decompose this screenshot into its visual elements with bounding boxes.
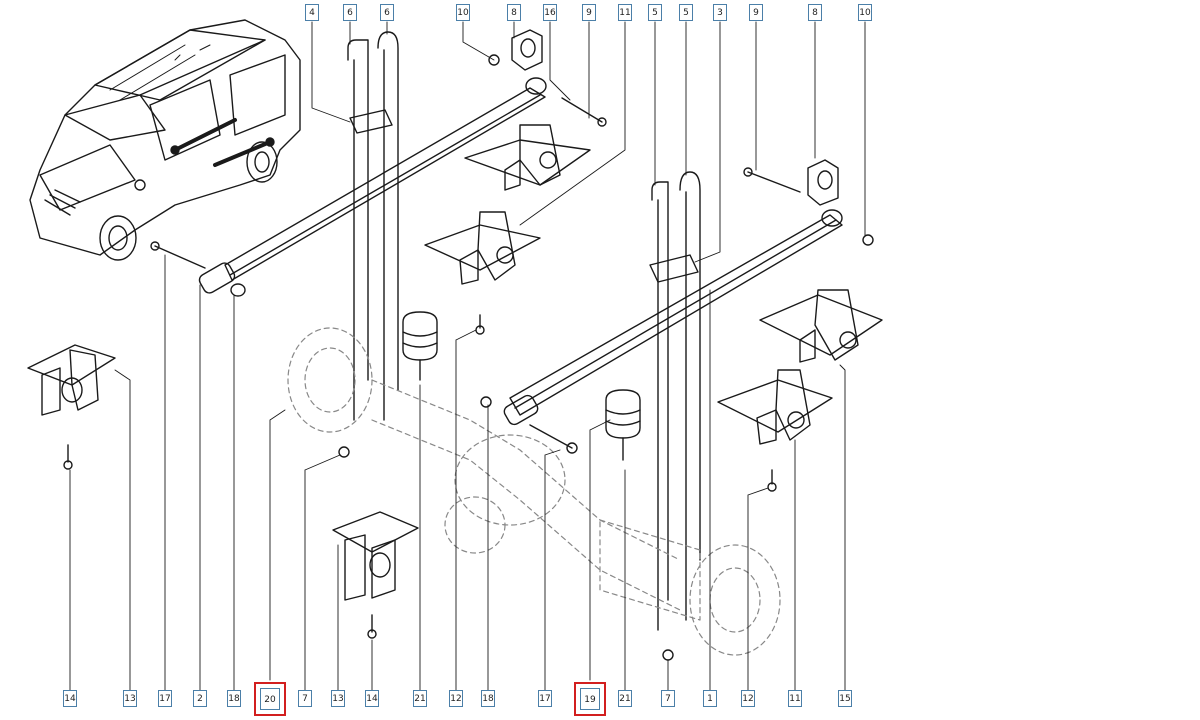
bracket-top-right [807, 159, 839, 206]
spring-hanger-bracket-top [464, 124, 591, 191]
callout-label-bottom-1: 1 [703, 690, 717, 707]
callout-label-top-6: 6 [343, 4, 357, 21]
callout-label-bottom-12b: 12 [741, 690, 755, 707]
callout-label-top-3: 3 [713, 4, 727, 21]
callout-label-top-6b: 6 [380, 4, 394, 21]
callout-label-bottom-18: 18 [227, 690, 241, 707]
callout-label-bottom-14: 14 [63, 690, 77, 707]
van-illustration [29, 19, 301, 261]
spring-hanger-bracket-right-lower [717, 369, 833, 445]
callout-label-bottom-14b: 14 [365, 690, 379, 707]
rear-axle [287, 327, 781, 656]
callout-label-top-5: 5 [648, 4, 662, 21]
leader-lines [69, 21, 866, 691]
spring-hanger-bracket-right-top [759, 289, 883, 363]
callout-label-top-5b: 5 [679, 4, 693, 21]
callout-label-bottom-13b: 13 [331, 690, 345, 707]
callout-label-bottom-21b: 21 [618, 690, 632, 707]
callout-label-bottom-19-highlighted: 19 [574, 682, 606, 716]
callout-label-top-16: 16 [543, 4, 557, 21]
callout-label-bottom-20-highlighted: 20 [254, 682, 286, 716]
callout-label-top-8: 8 [507, 4, 521, 21]
bracket-lower-middle [332, 511, 419, 601]
callout-label-top-9: 9 [582, 4, 596, 21]
bracket-left [27, 344, 116, 416]
callout-label-bottom-17: 17 [158, 690, 172, 707]
callout-label-bottom-11: 11 [788, 690, 802, 707]
callout-label-top-10: 10 [456, 4, 470, 21]
callout-label-bottom-15: 15 [838, 690, 852, 707]
callout-label-bottom-18b: 18 [481, 690, 495, 707]
spring-hanger-bracket-middle [424, 211, 541, 285]
callout-label-top-10b: 10 [858, 4, 872, 21]
callout-label-top-8b: 8 [808, 4, 822, 21]
callout-label-bottom-7: 7 [298, 690, 312, 707]
callout-label-bottom-7b: 7 [661, 690, 675, 707]
callout-label-bottom-21: 21 [413, 690, 427, 707]
leaf-spring-right [503, 209, 843, 426]
leaf-spring-left [198, 77, 547, 297]
callout-label-bottom-13: 13 [123, 690, 137, 707]
callout-label-bottom-17b: 17 [538, 690, 552, 707]
callout-label-bottom-12: 12 [449, 690, 463, 707]
u-bolts-left [347, 31, 399, 421]
callout-label-top-11: 11 [618, 4, 632, 21]
bolts [63, 54, 874, 661]
bracket-top-left [511, 29, 543, 71]
callout-label-top-4: 4 [305, 4, 319, 21]
bump-stop-right [605, 389, 641, 461]
bump-stop-left [402, 311, 438, 381]
u-bolts-right [649, 171, 701, 631]
callout-label-bottom-2: 2 [193, 690, 207, 707]
callout-label-top-9b: 9 [749, 4, 763, 21]
